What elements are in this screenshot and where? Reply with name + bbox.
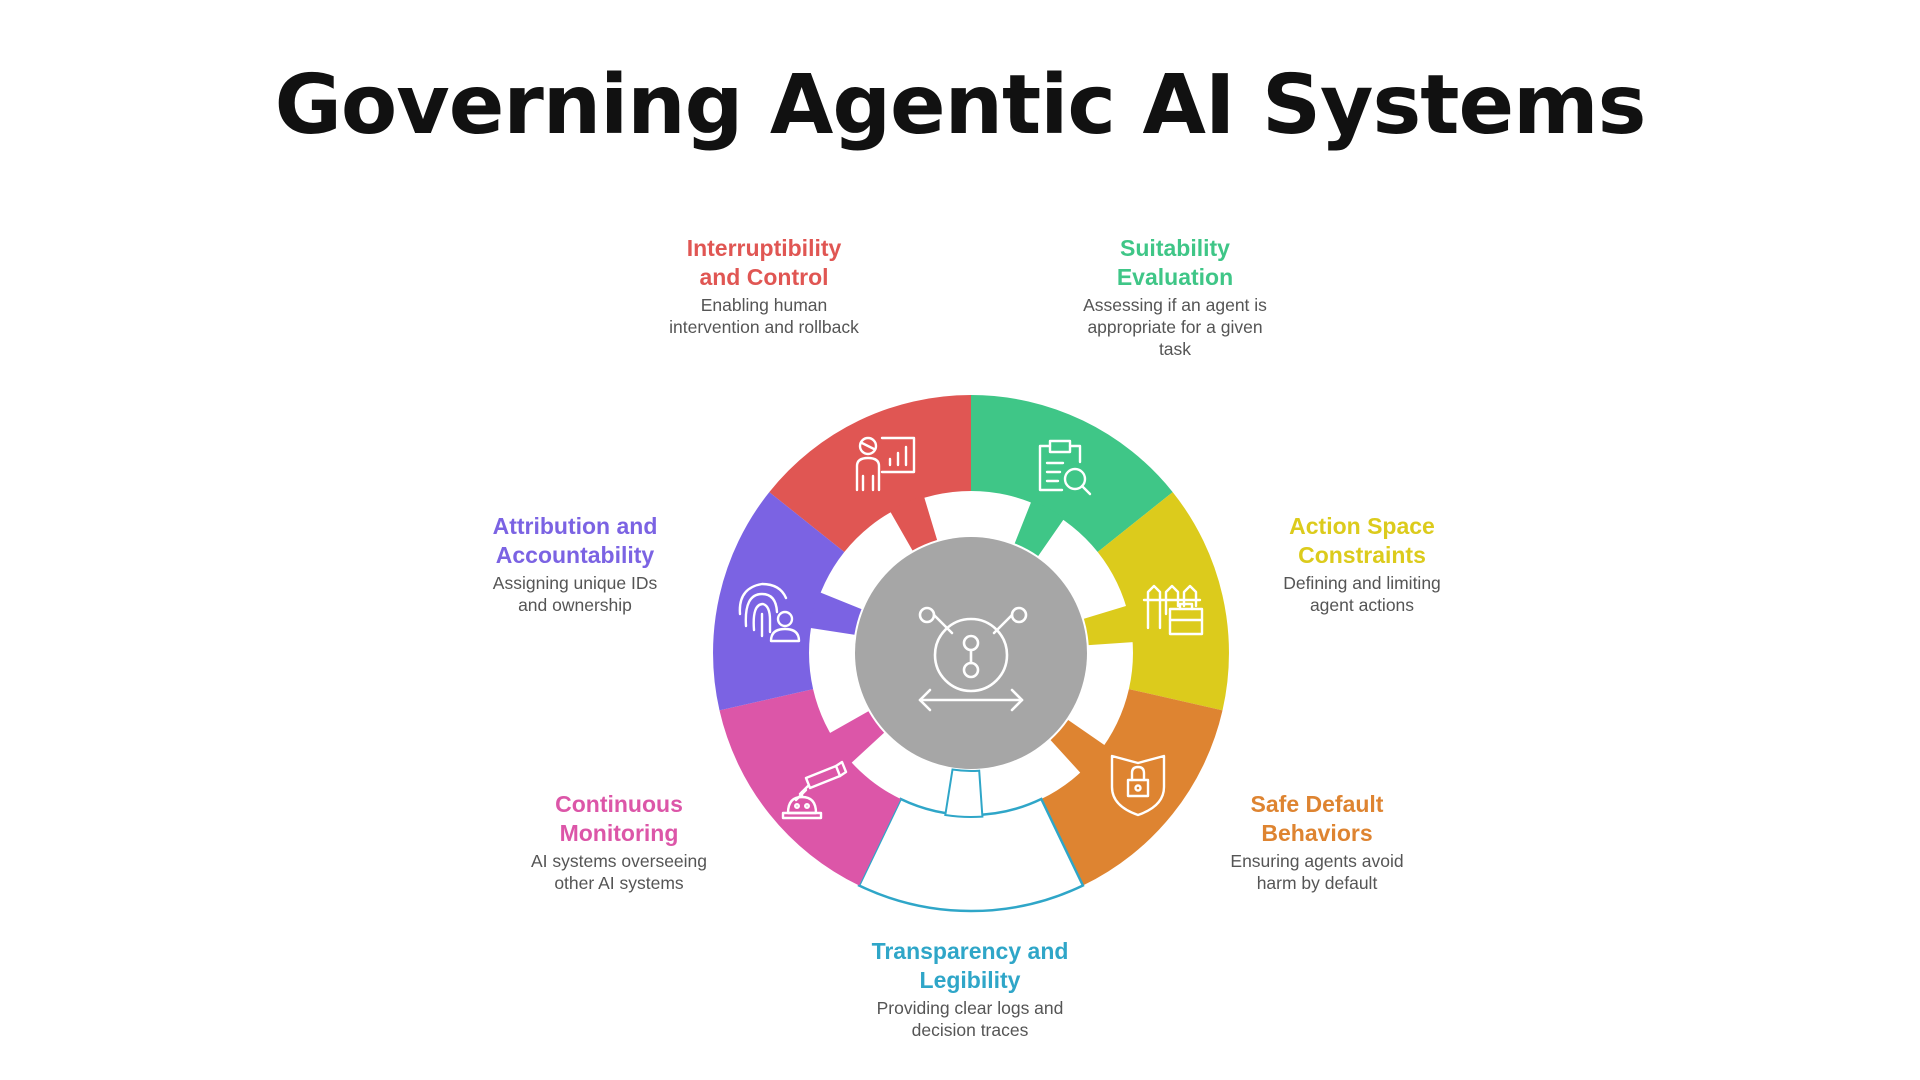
segment-attribution bbox=[713, 492, 862, 711]
segment-action-space bbox=[1083, 492, 1229, 711]
label-desc-line: decision traces bbox=[911, 1020, 1029, 1040]
segment-band-transparency bbox=[857, 797, 1085, 913]
segment-safe-default bbox=[1041, 689, 1223, 886]
label-title-line: and Control bbox=[699, 264, 829, 290]
segment-band-safe-default bbox=[1041, 689, 1223, 886]
label-desc-line: agent actions bbox=[1309, 595, 1415, 615]
label-desc-line: and ownership bbox=[518, 595, 632, 615]
label-desc-line: Ensuring agents avoid bbox=[1230, 851, 1404, 871]
label-desc-line: Assessing if an agent is bbox=[1083, 295, 1267, 315]
label-desc-line: AI systems overseeing bbox=[530, 851, 708, 871]
camera-robot-icon bbox=[781, 760, 848, 820]
segment-band-suitability bbox=[971, 395, 1173, 552]
label-title-line: Legibility bbox=[919, 967, 1021, 993]
shield-lock-icon bbox=[1110, 754, 1166, 817]
label-desc-line: harm by default bbox=[1256, 873, 1378, 893]
label-desc-line: appropriate for a given bbox=[1087, 317, 1263, 337]
label-title-line: Continuous bbox=[555, 791, 683, 817]
segment-band-attribution bbox=[713, 492, 845, 711]
label-title-line: Action Space bbox=[1289, 513, 1435, 539]
label-title-line: Evaluation bbox=[1116, 264, 1234, 290]
label-title-line: Monitoring bbox=[559, 820, 679, 846]
fingerprint-user-icon bbox=[738, 582, 801, 643]
segment-transparency bbox=[857, 768, 1085, 913]
label-desc-line: task bbox=[1158, 339, 1192, 359]
segment-tab-monitoring bbox=[828, 711, 885, 764]
clipboard-search-icon bbox=[1038, 439, 1092, 496]
label-desc-line: Defining and limiting bbox=[1283, 573, 1441, 593]
label-title-line: Behaviors bbox=[1261, 820, 1373, 846]
fence-briefcase-icon bbox=[1142, 584, 1204, 636]
label-title-line: Attribution and bbox=[492, 513, 658, 539]
segment-band-action-space bbox=[1097, 492, 1229, 711]
segment-suitability bbox=[971, 395, 1173, 556]
label-desc-line: intervention and rollback bbox=[669, 317, 859, 337]
segment-tab-attribution bbox=[809, 591, 862, 635]
label-desc-line: Assigning unique IDs bbox=[492, 573, 658, 593]
label-title-line: Transparency and bbox=[871, 938, 1069, 964]
label-desc-line: other AI systems bbox=[554, 873, 684, 893]
label-title-line: Suitability bbox=[1120, 235, 1230, 261]
segment-tab-interruptibility bbox=[889, 495, 938, 551]
page-title: Governing Agentic AI Systems bbox=[274, 58, 1647, 153]
segment-band-interruptibility bbox=[769, 395, 971, 552]
label-desc-line: Providing clear logs and bbox=[876, 998, 1064, 1018]
segment-tab-transparency bbox=[944, 768, 984, 818]
presenter-chart-icon bbox=[855, 436, 916, 492]
segment-interruptibility bbox=[769, 395, 971, 552]
label-title-line: Constraints bbox=[1298, 542, 1426, 568]
label-title-line: Interruptibility bbox=[686, 235, 842, 261]
segment-tab-safe-default bbox=[1050, 720, 1106, 775]
label-title-interruptibility: Interruptibility and Control bbox=[634, 234, 894, 292]
decision-branch-icon bbox=[918, 606, 1028, 712]
label-desc-line: Enabling human bbox=[700, 295, 828, 315]
segment-tab-action-space bbox=[1083, 605, 1135, 646]
label-title-line: Safe Default bbox=[1250, 791, 1384, 817]
segment-tab-suitability bbox=[1014, 500, 1065, 556]
label-title-line: Accountability bbox=[495, 542, 655, 568]
